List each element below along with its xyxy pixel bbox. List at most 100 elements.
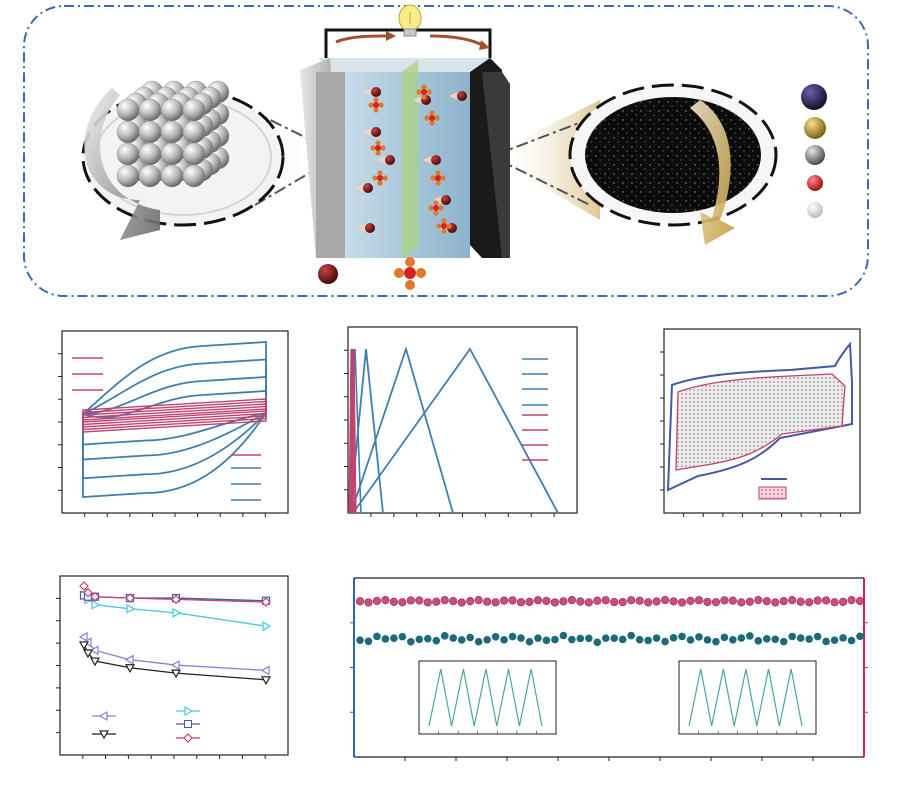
cycle-teal-point — [423, 634, 432, 643]
cation — [431, 155, 441, 165]
area-legend-swatch — [758, 486, 787, 500]
right-current-collector — [482, 72, 510, 258]
anion-o — [378, 102, 384, 108]
cycle-pink-point — [381, 596, 390, 605]
anion-o — [429, 110, 435, 116]
cycle-teal-point — [500, 636, 508, 644]
carbon-particle-icon — [585, 97, 761, 213]
cation — [371, 87, 381, 97]
cycle-pink-point — [364, 598, 373, 607]
gold-ball-icon — [804, 117, 826, 139]
anion-o — [421, 94, 427, 100]
cv-magenta-loop — [82, 408, 267, 433]
sphere — [160, 120, 184, 144]
cycle-pink-point — [822, 596, 831, 605]
cycle-teal-point — [737, 634, 746, 642]
cycle-pink-point — [796, 597, 805, 606]
right-zoom-cone — [495, 100, 600, 220]
cycle-pink-point — [635, 596, 644, 605]
anion-core — [433, 205, 439, 211]
cation — [365, 223, 375, 233]
anion-o — [428, 205, 434, 211]
anion-o — [375, 140, 381, 146]
legend-balls — [801, 84, 827, 218]
anion-o — [426, 89, 432, 95]
cycle-pink-point — [805, 598, 814, 607]
cycle-teal-point — [805, 635, 813, 643]
rate-marker — [261, 597, 271, 607]
cycle-pink-point — [525, 597, 534, 607]
cycle-teal-point — [796, 634, 805, 642]
rate-legend-marker — [184, 720, 192, 728]
anion-o — [416, 89, 422, 95]
cycle-teal-point — [703, 636, 712, 644]
cation — [371, 127, 381, 137]
anion-o — [436, 223, 442, 229]
cycle-pink-point — [813, 596, 822, 605]
cycle-teal-point — [398, 632, 407, 641]
cycling-chart-panel — [350, 577, 868, 761]
cycle-teal-point — [712, 637, 720, 646]
rate-marker — [171, 594, 181, 605]
cation — [363, 183, 373, 193]
gcd-chart-panel — [344, 326, 578, 517]
cycle-teal-point — [669, 634, 678, 642]
rate-marker — [91, 599, 101, 610]
cycle-teal-point — [635, 635, 644, 644]
cycle-pink-point — [677, 598, 687, 607]
anion-o — [433, 200, 439, 206]
rate-marker — [262, 621, 272, 632]
cycle-pink-point — [610, 597, 619, 607]
cycle-teal-point — [390, 634, 398, 642]
cycle-pink-point — [652, 597, 661, 606]
anion-o — [373, 97, 379, 103]
cycle-pink-point — [491, 598, 500, 607]
rate-marker — [83, 587, 93, 598]
cycle-pink-point — [508, 596, 517, 605]
cycle-pink-point — [830, 598, 839, 607]
cycle-pink-point — [754, 595, 763, 605]
anion-core — [373, 102, 379, 108]
anion-o — [433, 210, 439, 216]
cycle-pink-point — [745, 597, 754, 606]
cycle-teal-point — [686, 636, 695, 644]
anion-o — [441, 228, 447, 234]
cycle-pink-point — [737, 598, 746, 607]
gcd-curve-magenta — [350, 348, 356, 514]
anion-o — [440, 175, 446, 181]
anion-o — [375, 150, 381, 156]
cycle-pink-point — [406, 596, 415, 605]
anion-o — [368, 102, 374, 108]
sphere — [138, 98, 162, 122]
anion-o — [382, 175, 388, 181]
cycle-pink-point — [474, 596, 483, 605]
anion-o — [373, 107, 379, 113]
cycle-teal-point — [830, 636, 839, 644]
cycle-teal-point — [593, 638, 602, 647]
cycle-pink-point — [423, 598, 432, 607]
electrolyte-ions — [355, 84, 467, 234]
anion-o — [429, 120, 435, 126]
anion-o — [435, 170, 441, 176]
cycle-pink-point — [440, 596, 449, 605]
sphere — [160, 142, 184, 166]
rate-legend-marker — [183, 733, 193, 743]
cycle-teal-point — [381, 635, 390, 643]
cycle-teal-point — [729, 636, 737, 644]
schematic-panel — [23, 4, 869, 297]
cell-back-top — [318, 58, 502, 72]
cycle-teal-point — [356, 636, 364, 644]
cycle-pink-point — [644, 598, 653, 607]
cycle-teal-point — [618, 635, 627, 644]
cycle-pink-point — [355, 597, 365, 606]
rate-legend-marker — [98, 710, 108, 722]
cycle-pink-point — [762, 597, 771, 606]
cycle-teal-point — [542, 636, 551, 645]
anion-o — [438, 205, 444, 211]
cycle-teal-point — [415, 635, 424, 644]
cycle-teal-point — [457, 636, 466, 644]
rate-marker — [90, 591, 100, 602]
cycle-teal-point — [601, 634, 610, 642]
cycle-teal-point — [661, 637, 669, 646]
cycle-teal-point — [788, 632, 797, 641]
